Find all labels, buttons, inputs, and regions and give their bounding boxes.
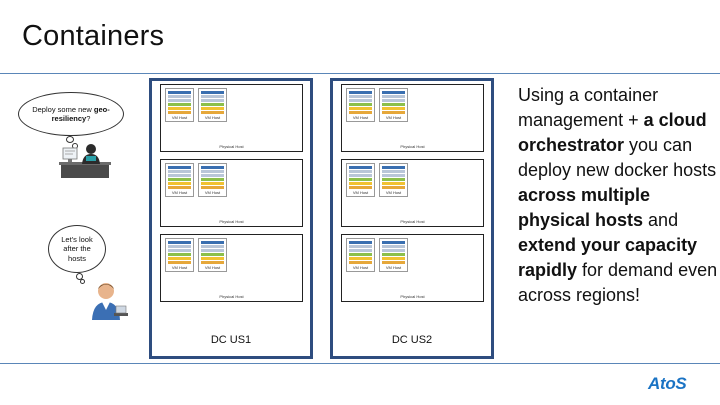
- vm-host: VM Host: [198, 163, 227, 197]
- stack-icon: [168, 241, 191, 265]
- stack-icon: [201, 91, 224, 115]
- physical-host-label: Physical Host: [219, 144, 244, 149]
- stack-icon: [349, 241, 372, 265]
- body-paragraph: Using a container management + a cloud o…: [518, 85, 718, 305]
- datacenter-dc-us1: VM Host VM Host Physical Host VM Host VM…: [149, 78, 313, 359]
- physical-host: VM Host VM Host Physical Host: [160, 234, 303, 302]
- admin-speech-bubble: Deploy some new geo-resiliency?: [18, 92, 124, 136]
- vm-host: VM Host: [379, 163, 408, 197]
- admin-at-desk-icon: [59, 144, 111, 178]
- stack-icon: [201, 241, 224, 265]
- atos-logo: AtoS: [648, 374, 687, 393]
- vm-host: VM Host: [165, 238, 194, 272]
- stack-icon: [168, 91, 191, 115]
- physical-host: VM Host VM Host Physical Host: [341, 234, 484, 302]
- stack-icon: [168, 166, 191, 190]
- vm-host: VM Host: [198, 88, 227, 122]
- ops-person-icon: [92, 283, 128, 320]
- physical-host-label: Physical Host: [400, 294, 425, 299]
- vm-host: VM Host: [379, 88, 408, 122]
- stack-icon: [349, 91, 372, 115]
- vm-host: VM Host: [346, 163, 375, 197]
- physical-host: VM Host VM Host Physical Host: [160, 159, 303, 227]
- stack-icon: [349, 166, 372, 190]
- physical-host-label: Physical Host: [400, 144, 425, 149]
- bubble-tail-dot: [80, 279, 85, 284]
- bubble-tail-dot: [66, 136, 74, 143]
- ops-speech-bubble: Let's look after the hosts: [48, 225, 106, 273]
- physical-host-label: Physical Host: [219, 294, 244, 299]
- slide-title: Containers: [22, 20, 165, 52]
- datacenter-label: DC US2: [391, 334, 433, 346]
- top-divider: [0, 73, 720, 74]
- vm-host: VM Host: [379, 238, 408, 272]
- stack-icon: [382, 241, 405, 265]
- bottom-divider: [0, 363, 720, 364]
- physical-host-label: Physical Host: [400, 219, 425, 224]
- vm-host: VM Host: [165, 163, 194, 197]
- vm-host: VM Host: [346, 88, 375, 122]
- physical-host: VM Host VM Host Physical Host: [160, 84, 303, 152]
- physical-host: VM Host VM Host Physical Host: [341, 84, 484, 152]
- admin-speech-text: Deploy some new geo-resiliency?: [32, 104, 110, 123]
- datacenter-label: DC US1: [210, 334, 252, 346]
- ops-speech-text: Let's look after the hosts: [61, 234, 93, 263]
- vm-host: VM Host: [346, 238, 375, 272]
- vm-host: VM Host: [198, 238, 227, 272]
- stack-icon: [201, 166, 224, 190]
- physical-host: VM Host VM Host Physical Host: [341, 159, 484, 227]
- datacenter-dc-us2: VM Host VM Host Physical Host VM Host VM…: [330, 78, 494, 359]
- physical-host-label: Physical Host: [219, 219, 244, 224]
- stack-icon: [382, 91, 405, 115]
- bubble-tail-dot: [76, 273, 83, 280]
- vm-host: VM Host: [165, 88, 194, 122]
- stack-icon: [382, 166, 405, 190]
